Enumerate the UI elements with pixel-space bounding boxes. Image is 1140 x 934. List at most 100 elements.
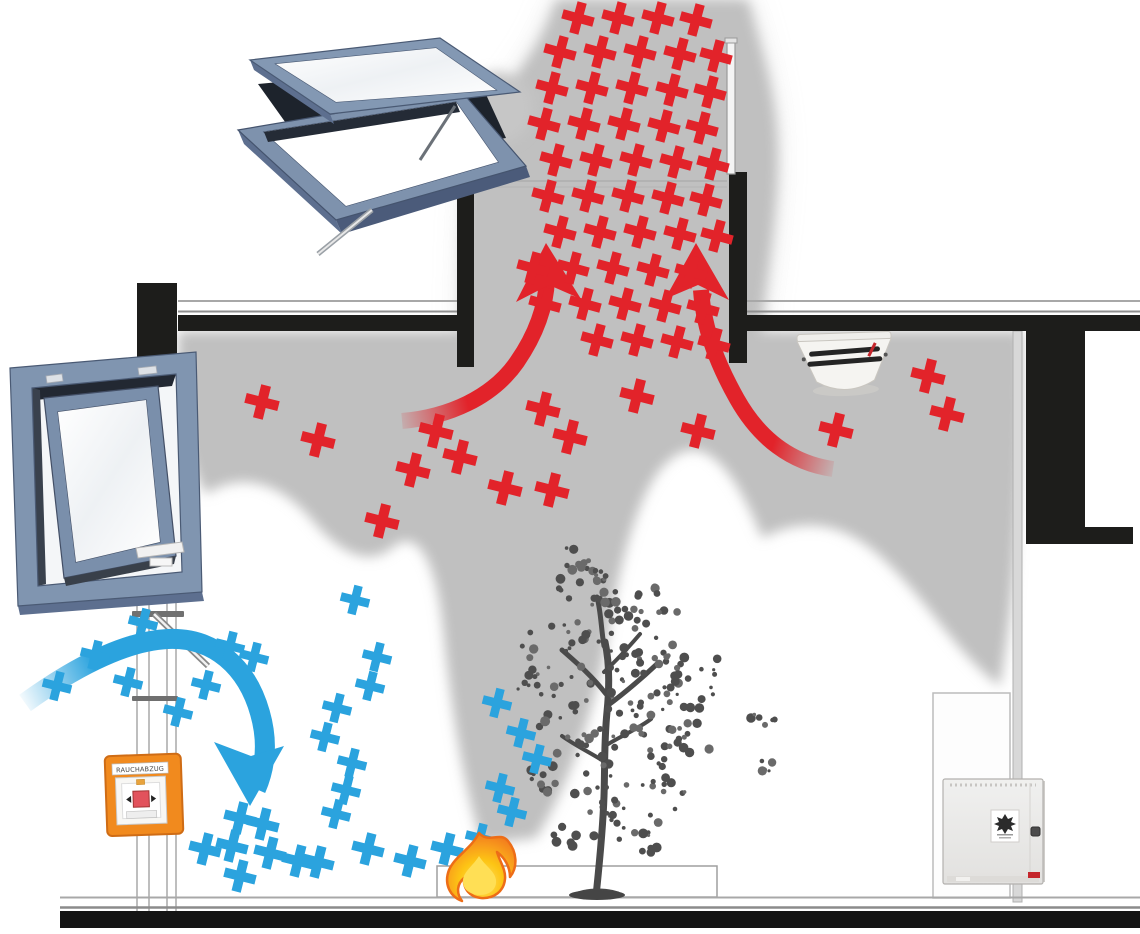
tree-foliage-dot [564,648,569,653]
tree-foliage-dot [598,569,604,574]
tree-foliage-dot [589,831,599,841]
tree-foliage-dot [674,670,683,679]
tree-foliage-dot [555,585,563,592]
tree-foliage-dot [771,716,778,723]
tree-foliage-dot [627,700,634,706]
roof-window-sash-underside [250,60,334,124]
facade-window-bottom-face [18,592,204,615]
tree-foliage-dot [604,705,613,713]
tree-foliage-dot [653,689,661,697]
tree-foliage-dot [599,804,606,811]
tree-foliage-dot [599,587,609,597]
tree-foliage-dot [697,695,706,704]
tree-foliage-dot [590,594,598,602]
tree-foliage-dot [552,748,562,758]
blue-plus-icon [307,719,343,755]
tree-foliage-dot [634,592,642,600]
floor-slab [60,911,1140,928]
facade-window-sill-bracket [135,541,185,559]
tree-foliage-dot [577,662,586,671]
tree-foliage-dot [533,681,541,689]
blue-plus-icon [185,829,225,869]
tree-foliage-dot [572,708,579,715]
tree-foliage-dot [621,806,626,811]
tree-foliage-dot [538,692,544,697]
tree-foliage-dot [526,683,531,688]
smoke-detector-led-icon [867,342,877,357]
control-panel-red-badge [1028,872,1040,878]
tree-foliage-dot [636,702,644,710]
tree-foliage-dot [551,779,559,788]
roof-window-actuator-arm [418,105,457,161]
tree-foliage-dot [594,573,599,578]
tree-foliage-dot [613,819,621,827]
tree-foliage-dot [675,735,683,743]
vent-shaft-left-post [457,183,474,367]
tree-foliage-dot [608,810,617,820]
smoke-detector-end-mark-left [801,357,806,362]
call-point-label-plate [111,761,169,776]
tree-foliage-dot [597,726,604,732]
tree-foliage-dot [638,730,645,737]
tree-foliage-dot [581,630,591,639]
tree-foliage-dot [551,693,556,699]
tree-foliage-dot [583,770,590,777]
blue-arrow-stem [19,628,275,793]
call-point-text-strip [126,810,158,819]
tree-foliage-dot [567,646,572,651]
tree-foliage-dot [551,836,562,847]
tree-foliage-dot [555,573,566,584]
tree-foliage-dot [607,664,614,671]
tree-foliage-dot [619,643,629,653]
tree-foliage-dot [558,681,564,688]
tree-foliage-dot [592,576,602,586]
tree-foliage-dot [571,701,580,710]
tree-foliage-dot [633,712,639,719]
tree-foliage-dot [660,788,667,795]
left-ceiling-beam [178,315,457,331]
tree-foliage-dot [548,622,556,630]
smoke-detector-slot-upper [809,346,880,357]
blue-plus-icon [188,667,224,703]
tree-foliage-dot [535,722,544,731]
smoke-detector [796,330,892,397]
tree-foliage-dot [624,652,629,658]
facade-window-hardware-right [137,365,158,376]
tree-foliage-dot [767,758,777,767]
blue-plus-icon [337,582,373,618]
call-point-label: RAUCHABZUG [116,765,164,775]
blue-plus-icon [352,668,388,704]
tree-foliage-dot [604,811,610,816]
smoke-detector-slot-lower [807,356,883,367]
blue-plus-icon [359,639,395,675]
tree-foliage-dot [759,758,765,764]
tree-foliage-dot [675,692,679,697]
tree-foliage-dot [575,738,582,745]
tree-foliage-dot [549,682,559,691]
roof-window-base-side-left [238,130,342,234]
tree-foliage-dot [630,605,638,613]
tree-foliage-dot [564,546,569,550]
tree-foliage-dot [712,668,716,672]
tree-foliage-dot [564,562,570,569]
tree-foliage-dot [647,747,654,754]
tree-foliage-dot [757,766,767,776]
tree-foliage-dot [662,685,667,690]
control-panel [942,778,1045,885]
tree-foliage-dot [539,771,547,779]
tree-foliage-dot [614,667,620,673]
tree-foliage-dot [567,841,578,851]
tree-foliage-dot [660,742,669,751]
facade-window-hardware-left [45,373,64,384]
tree-foliage-dot [630,668,640,678]
tree-foliage-dot [612,589,619,595]
tree-foliage-dot [608,774,613,778]
tree-foliage-dot [529,644,539,654]
tree-foliage-dot [646,710,656,720]
tree-foliage-dot [604,609,614,619]
tree-foliage-dot [668,640,677,650]
tree-foliage-dot [672,806,678,812]
tree-foliage-dot [587,809,593,815]
roof-window [236,37,530,256]
tree-foliage-dot [656,761,661,766]
